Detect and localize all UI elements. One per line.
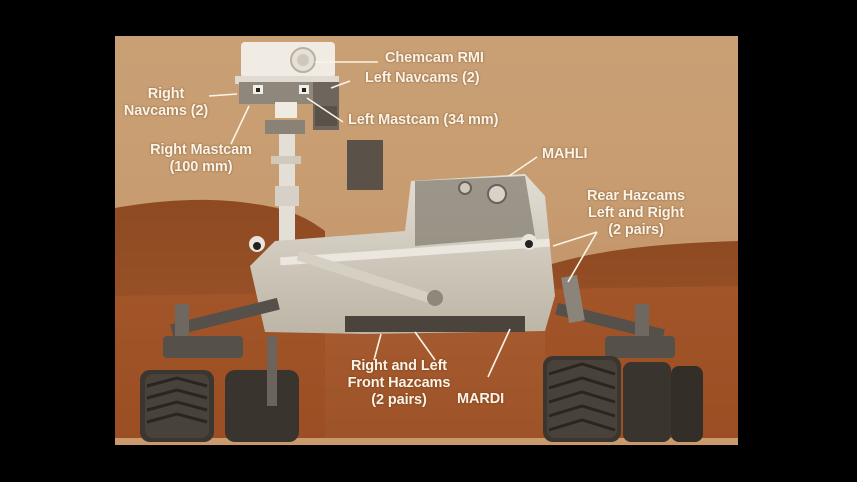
label-rear-hazcams-line1: Rear Hazcams	[587, 188, 685, 204]
hga-antenna	[347, 140, 383, 190]
label-chemcam-rmi: Chemcam RMI	[385, 50, 484, 66]
label-right-navcams: Right Navcams (2)	[123, 86, 209, 120]
label-rear-hazcams-line3: (2 pairs)	[608, 222, 664, 238]
label-left-mastcam: Left Mastcam (34 mm)	[348, 112, 499, 128]
label-left-navcams: Left Navcams (2)	[365, 70, 480, 86]
label-right-navcams-line1: Right	[147, 86, 185, 102]
label-mahli: MAHLI	[542, 146, 588, 162]
label-front-hazcams-line2: Front Hazcams	[347, 375, 451, 391]
label-right-mastcam-line1: Right Mastcam	[150, 142, 252, 158]
label-front-hazcams-line1: Right and Left	[350, 358, 448, 374]
label-right-mastcam: Right Mastcam (100 mm)	[137, 142, 265, 176]
label-right-mastcam-line2: (100 mm)	[169, 159, 233, 175]
suspension	[163, 274, 675, 358]
mast	[265, 102, 305, 244]
label-front-hazcams-line3: (2 pairs)	[371, 392, 427, 408]
rover-scene	[115, 42, 738, 445]
label-mardi: MARDI	[457, 391, 505, 407]
wheels	[140, 336, 703, 442]
rover-diagram-image: Chemcam RMI Left Navcams (2) Right Navca…	[115, 36, 738, 445]
label-front-hazcams: Right and Left Front Hazcams (2 pairs)	[337, 358, 461, 409]
label-right-navcams-line2: Navcams (2)	[123, 103, 209, 119]
rover-body	[249, 174, 555, 334]
label-rear-hazcams: Rear Hazcams Left and Right (2 pairs)	[573, 188, 699, 239]
label-rear-hazcams-line2: Left and Right	[587, 205, 685, 221]
